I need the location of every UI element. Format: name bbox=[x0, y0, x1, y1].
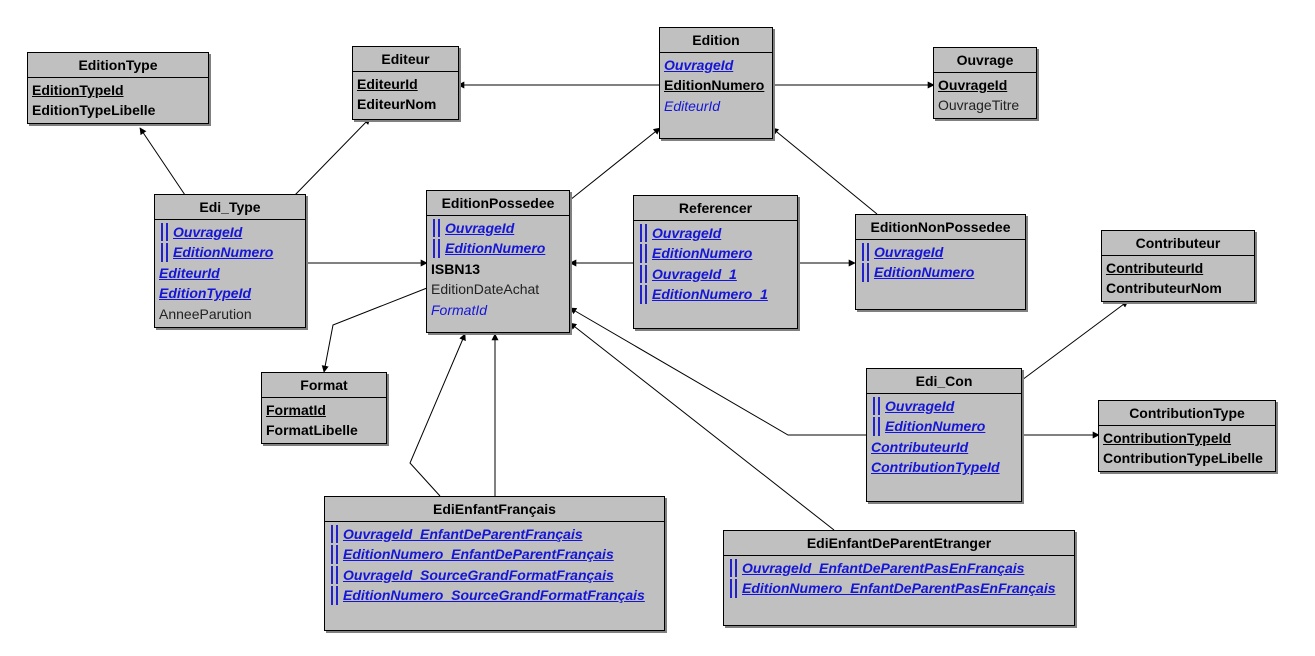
entity-title: ContributionType bbox=[1099, 401, 1275, 426]
entity-format[interactable]: Format FormatId FormatLibelle bbox=[261, 372, 387, 444]
entity-referencer[interactable]: Referencer OuvrageId EditionNumero Ouvra… bbox=[633, 195, 798, 329]
entity-contributiontype[interactable]: ContributionType ContributionTypeId Cont… bbox=[1098, 400, 1276, 472]
field-contributeurnom: ContributeurNom bbox=[1106, 280, 1222, 297]
field-contributiontypelibelle: ContributionTypeLibelle bbox=[1103, 450, 1263, 467]
field-editiontypeid: EditionTypeId bbox=[32, 82, 124, 98]
field-ouvrageid-enfant-parent-francais: OuvrageId_EnfantDeParentFrançais bbox=[329, 524, 660, 544]
entity-title: Ouvrage bbox=[934, 48, 1036, 73]
link-editionpossedee-edition bbox=[569, 127, 661, 201]
entity-edienfantetranger[interactable]: EdiEnfantDeParentEtranger OuvrageId_Enfa… bbox=[723, 530, 1075, 626]
field-editionnumero-enfant-parent-etranger: EditionNumero_EnfantDeParentPasEnFrançai… bbox=[728, 578, 1070, 599]
field-ouvrageid: OuvrageId bbox=[159, 222, 301, 242]
field-contributiontypeid: ContributionTypeId bbox=[1103, 430, 1232, 446]
field-editionnumero: EditionNumero bbox=[664, 77, 765, 94]
field-editionnumero: EditionNumero bbox=[638, 243, 793, 264]
field-ouvragetitre: OuvrageTitre bbox=[938, 97, 1020, 114]
field-anneeparution: AnneeParution bbox=[159, 305, 252, 322]
field-ouvrageid: OuvrageId bbox=[664, 57, 734, 73]
link-edicon-contributeur bbox=[1021, 300, 1129, 381]
entity-title: Edi_Con bbox=[867, 369, 1021, 394]
field-formatlibelle: FormatLibelle bbox=[266, 422, 358, 439]
field-formatid: FormatId bbox=[266, 402, 326, 418]
entity-editiontype[interactable]: EditionType EditionTypeId EditionTypeLib… bbox=[27, 52, 209, 124]
link-edienfantetranger-editionpossedee bbox=[569, 322, 835, 531]
field-editionnumero-enfant-parent-francais: EditionNumero_EnfantDeParentFrançais bbox=[329, 544, 660, 565]
field-contributiontypeid: ContributionTypeId bbox=[871, 459, 1000, 476]
field-ouvrageid-enfant-parent-etranger: OuvrageId_EnfantDeParentPasEnFrançais bbox=[728, 558, 1070, 578]
entity-title: Editeur bbox=[353, 47, 458, 72]
entity-edicon[interactable]: Edi_Con OuvrageId EditionNumero Contribu… bbox=[866, 368, 1022, 502]
entity-title: Referencer bbox=[634, 196, 797, 221]
field-ouvrageid-1: OuvrageId_1 bbox=[638, 264, 793, 284]
entity-contributeur[interactable]: Contributeur ContributeurId Contributeur… bbox=[1101, 230, 1255, 302]
field-editiondateachat: EditionDateAchat bbox=[431, 281, 540, 298]
entity-title: Format bbox=[262, 373, 386, 398]
entity-title: Edi_Type bbox=[155, 195, 305, 220]
link-edienfantfrancais-editionpossedee-a bbox=[409, 333, 466, 497]
entity-editionpossedee[interactable]: EditionPossedee OuvrageId EditionNumero … bbox=[426, 190, 570, 333]
link-edicon-editionpossedee bbox=[569, 307, 866, 436]
link-editionnonpossedee-edition bbox=[771, 127, 878, 215]
field-ouvrageid-source-grand-format: OuvrageId_SourceGrandFormatFrançais bbox=[329, 565, 660, 585]
field-editionnumero-source-grand-format: EditionNumero_SourceGrandFormatFrançais bbox=[329, 585, 660, 605]
field-editionnumero-1: EditionNumero_1 bbox=[638, 284, 793, 304]
field-editeurnom: EditeurNom bbox=[357, 96, 437, 113]
field-editionnumero: EditionNumero bbox=[860, 262, 1021, 283]
field-formatid: FormatId bbox=[431, 301, 488, 318]
entity-title: EditionNonPossedee bbox=[856, 215, 1025, 240]
entity-title: EdiEnfantFrançais bbox=[325, 497, 664, 522]
entity-title: EditionType bbox=[28, 53, 208, 78]
field-editeurid: EditeurId bbox=[159, 264, 220, 281]
field-editionnumero: EditionNumero bbox=[159, 242, 301, 263]
field-editionnumero: EditionNumero bbox=[431, 238, 565, 259]
field-editeurid: EditeurId bbox=[357, 76, 418, 92]
field-ouvrageid: OuvrageId bbox=[431, 218, 565, 238]
entity-title: Contributeur bbox=[1102, 231, 1254, 256]
field-editiontypelibelle: EditionTypeLibelle bbox=[32, 102, 156, 119]
entity-title: EditionPossedee bbox=[427, 191, 569, 216]
field-editeurid: EditeurId bbox=[664, 97, 721, 114]
link-editionpossedee-format bbox=[321, 287, 428, 373]
entity-ouvrage[interactable]: Ouvrage OuvrageId OuvrageTitre bbox=[933, 47, 1037, 119]
entity-title: EdiEnfantDeParentEtranger bbox=[724, 531, 1074, 556]
field-editionnumero: EditionNumero bbox=[871, 416, 1017, 437]
field-contributeurid: ContributeurId bbox=[871, 438, 969, 455]
entity-edition[interactable]: Edition OuvrageId EditionNumero EditeurI… bbox=[659, 27, 773, 139]
field-ouvrageid: OuvrageId bbox=[860, 242, 1021, 262]
field-editiontypeid: EditionTypeId bbox=[159, 285, 252, 302]
field-ouvrageid: OuvrageId bbox=[638, 223, 793, 243]
link-editype-editeur bbox=[294, 117, 371, 196]
link-editype-editiontype bbox=[139, 127, 186, 196]
entity-editionnonpossedee[interactable]: EditionNonPossedee OuvrageId EditionNume… bbox=[855, 214, 1026, 310]
field-isbn13: ISBN13 bbox=[431, 260, 481, 277]
entity-editype[interactable]: Edi_Type OuvrageId EditionNumero Editeur… bbox=[154, 194, 306, 328]
field-ouvrageid: OuvrageId bbox=[938, 77, 1008, 93]
entity-editeur[interactable]: Editeur EditeurId EditeurNom bbox=[352, 46, 459, 120]
entity-title: Edition bbox=[660, 28, 772, 53]
field-ouvrageid: OuvrageId bbox=[871, 396, 1017, 416]
field-contributeurid: ContributeurId bbox=[1106, 260, 1204, 276]
entity-edienfantfrancais[interactable]: EdiEnfantFrançais OuvrageId_EnfantDePare… bbox=[324, 496, 665, 631]
